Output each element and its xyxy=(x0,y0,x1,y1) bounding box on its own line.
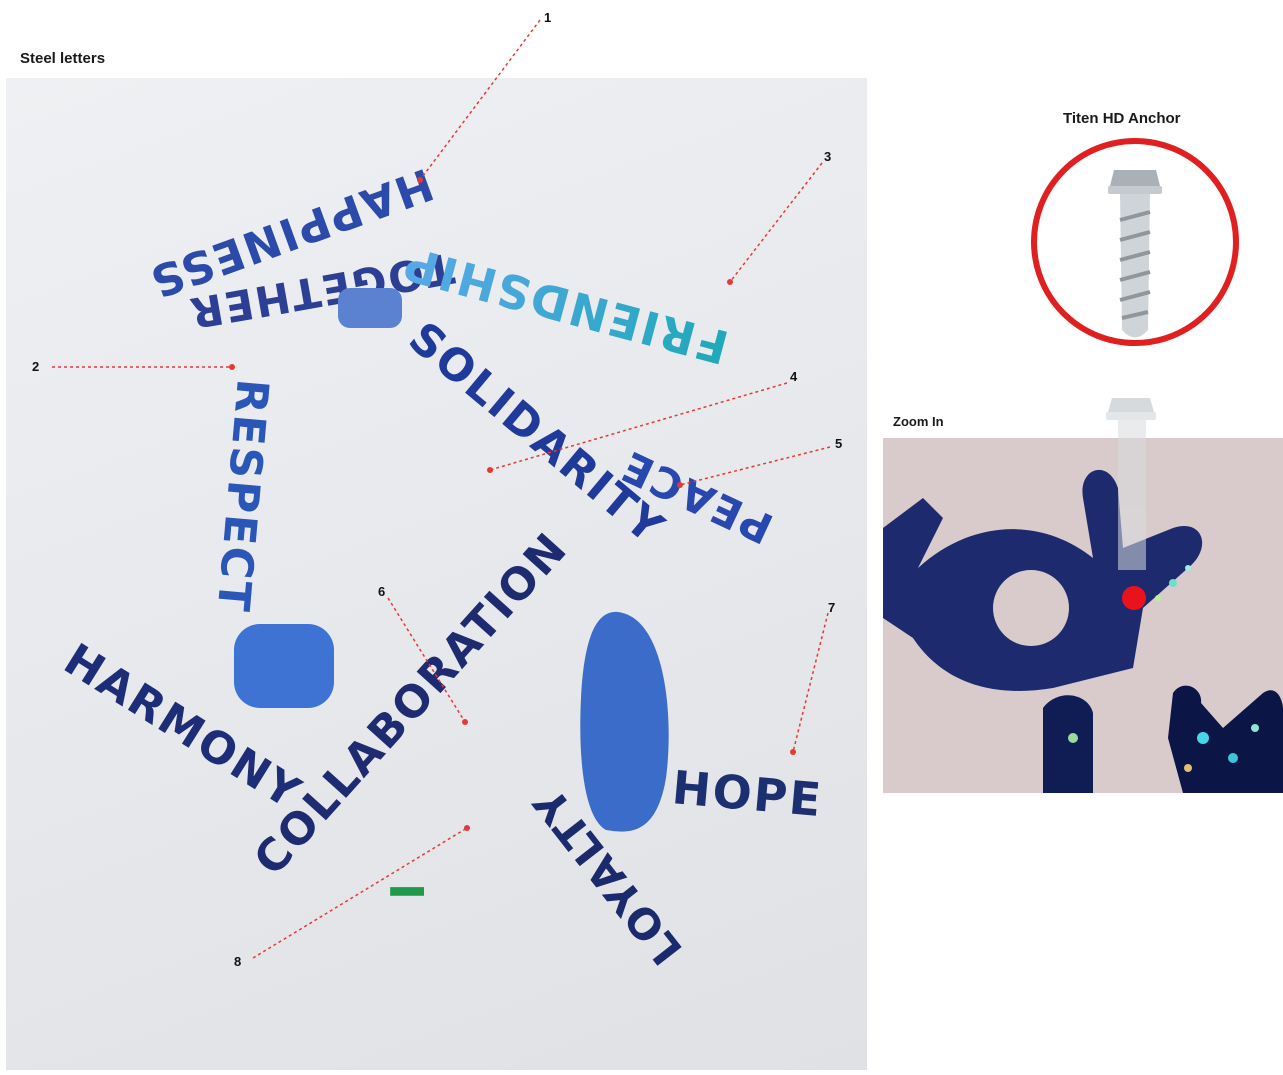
steel-letters-photo: HAPPINESS RESPECT TOGETHER FRIENDSHIP SO… xyxy=(6,78,867,1070)
callout-8: 8 xyxy=(234,954,241,969)
anchor-point-marker xyxy=(1122,586,1146,610)
callout-6: 6 xyxy=(378,584,385,599)
callout-lines xyxy=(52,19,831,959)
pad-small xyxy=(338,288,402,328)
glitter-sparkles xyxy=(1068,565,1259,772)
word-i: I xyxy=(381,881,435,900)
titen-anchor-title: Titen HD Anchor xyxy=(1063,110,1181,127)
letters-artwork: HAPPINESS RESPECT TOGETHER FRIENDSHIP SO… xyxy=(55,158,825,974)
zoom-star-letter xyxy=(1168,685,1283,793)
callout-4: 4 xyxy=(790,369,798,384)
callout-7: 7 xyxy=(828,600,835,615)
word-hope: HOPE xyxy=(670,760,825,827)
anchor-in-zoom-icon xyxy=(1106,398,1156,570)
titen-hd-anchor-icon xyxy=(1108,170,1162,338)
callout-dots xyxy=(229,177,796,831)
zoom-lower-letter xyxy=(1043,695,1093,793)
callout-2: 2 xyxy=(32,359,39,374)
callout-1: 1 xyxy=(544,10,551,25)
zoom-in-title: Zoom In xyxy=(893,414,944,429)
pad-square xyxy=(234,624,334,708)
zoom-in-photo xyxy=(883,438,1283,793)
steel-letters-title: Steel letters xyxy=(20,50,106,67)
callout-3: 3 xyxy=(824,149,831,164)
callout-5: 5 xyxy=(835,436,842,451)
zoom-artwork xyxy=(883,469,1283,793)
pad-teardrop xyxy=(580,611,669,832)
zoom-letter-hole xyxy=(993,570,1069,646)
